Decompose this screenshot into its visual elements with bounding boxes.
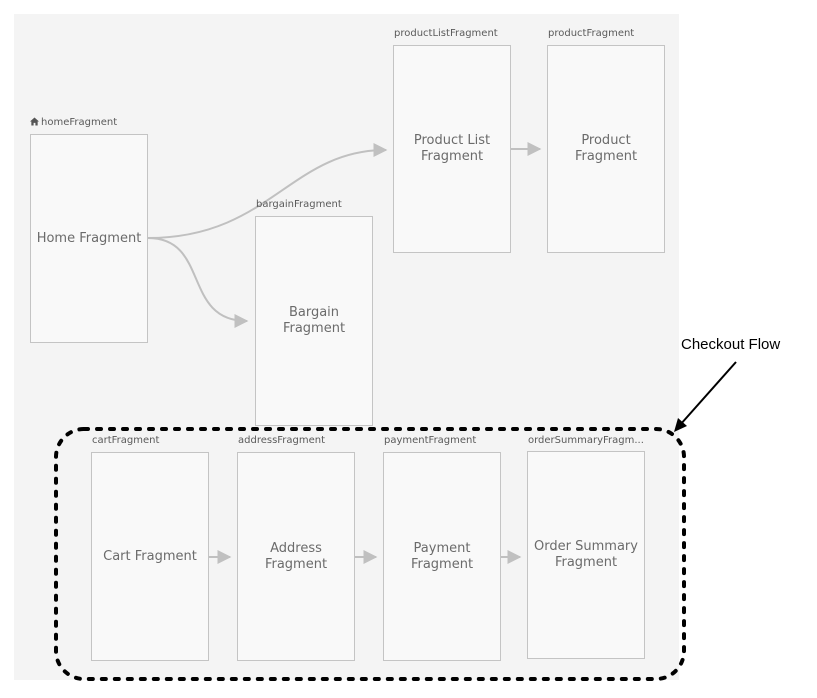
bargain-fragment-label: Bargain Fragment (282, 305, 346, 336)
checkout-flow-annotation: Checkout Flow (681, 336, 781, 353)
home-fragment-label: Home Fragment (36, 230, 142, 246)
checkout-flow-pointer-arrowhead (674, 418, 687, 432)
edge-home-to-productlist[interactable] (147, 143, 388, 239)
checkout-flow-outline (54, 427, 686, 681)
home-fragment-node[interactable]: Home Fragment (30, 134, 148, 343)
checkout-flow-pointer-line (679, 361, 737, 426)
product-fragment-id: productFragment (548, 28, 635, 39)
payment-fragment-id: paymentFragment (384, 435, 477, 446)
ordersummary-fragment-node[interactable]: Order Summary Fragment (527, 451, 645, 659)
home-fragment-id: homeFragment (30, 117, 150, 128)
ordersummary-fragment-label: Order Summary Fragment (534, 539, 638, 570)
ordersummary-fragment-id: orderSummaryFragm... (528, 435, 644, 446)
payment-fragment-node[interactable]: Payment Fragment (383, 452, 501, 661)
product-fragment-label: Product Fragment (574, 133, 638, 164)
cart-fragment-label: Cart Fragment (103, 548, 197, 564)
home-fragment-id-text: homeFragment (41, 117, 118, 128)
address-fragment-node[interactable]: Address Fragment (237, 452, 355, 661)
product-fragment-node[interactable]: Product Fragment (547, 45, 665, 253)
bargain-fragment-id: bargainFragment (256, 199, 342, 210)
cart-fragment-node[interactable]: Cart Fragment (91, 452, 209, 661)
home-icon (30, 117, 39, 126)
edge-home-to-bargain[interactable] (147, 237, 249, 328)
cart-fragment-id: cartFragment (92, 435, 160, 446)
productlist-fragment-id: productListFragment (394, 28, 498, 39)
address-fragment-label: Address Fragment (264, 540, 328, 572)
bargain-fragment-node[interactable]: Bargain Fragment (255, 216, 373, 426)
payment-fragment-label: Payment Fragment (410, 540, 474, 572)
productlist-fragment-node[interactable]: Product List Fragment (393, 45, 511, 253)
address-fragment-id: addressFragment (238, 435, 326, 446)
productlist-fragment-label: Product List Fragment (413, 133, 491, 164)
